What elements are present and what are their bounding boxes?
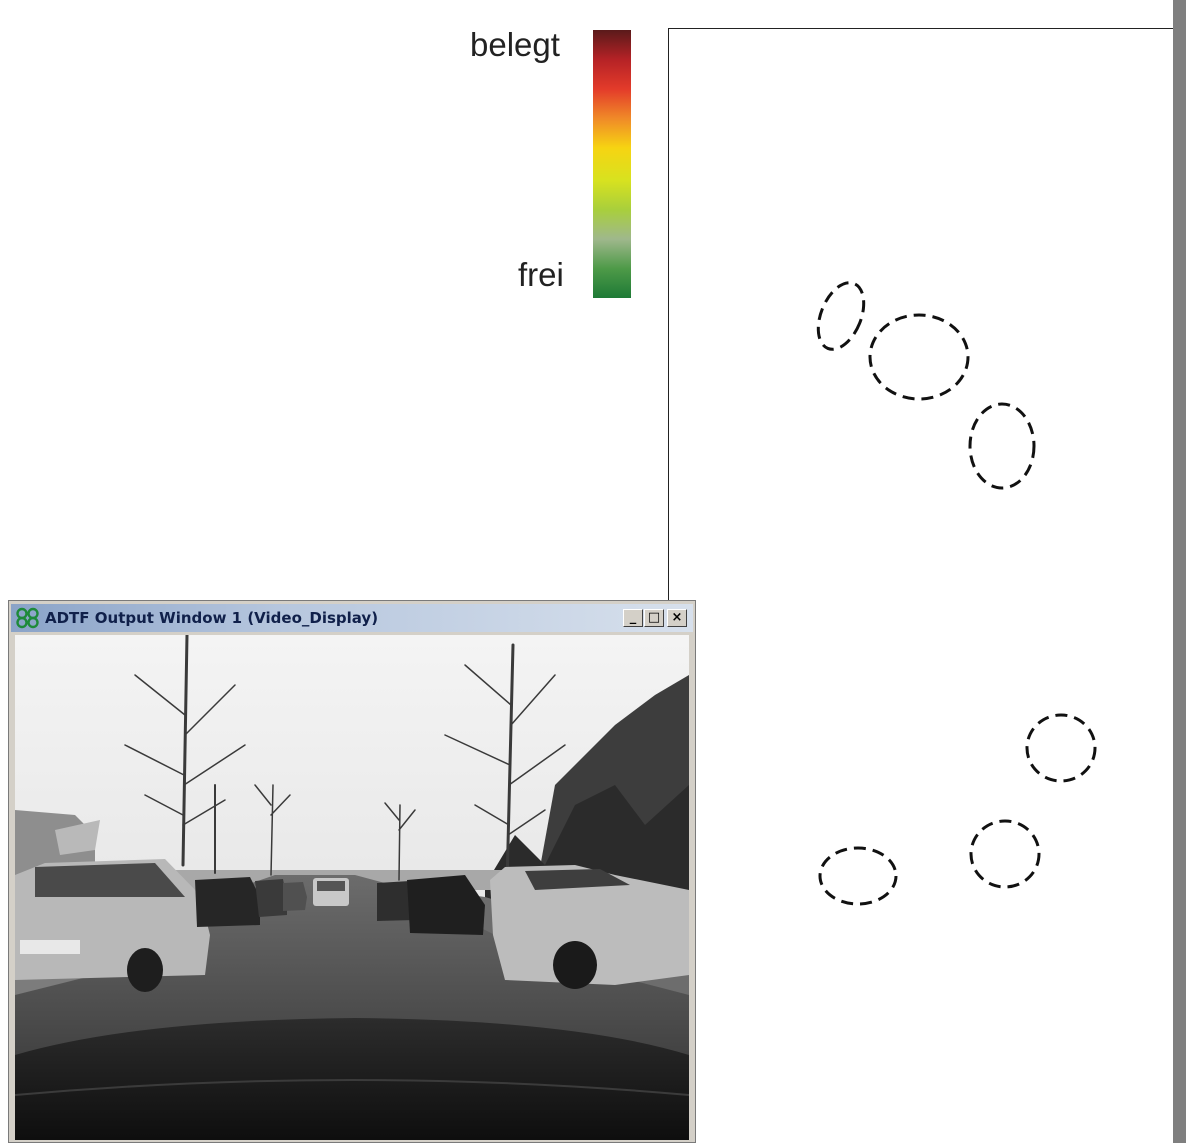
detected-object — [969, 819, 1041, 889]
occupancy-color-scale — [593, 30, 631, 298]
minimize-icon: _ — [629, 610, 637, 625]
close-button[interactable]: × — [667, 609, 687, 627]
detected-object — [868, 313, 970, 401]
adtf-output-window[interactable]: ADTF Output Window 1 (Video_Display) _ □… — [8, 600, 696, 1143]
close-icon: × — [671, 610, 683, 625]
detected-object — [816, 281, 866, 351]
parked-car — [15, 859, 210, 992]
adtf-logo-icon — [15, 607, 41, 629]
parked-car — [377, 865, 689, 989]
legend-label-free: frei — [518, 256, 564, 293]
maximize-icon: □ — [647, 610, 661, 625]
window-title-bar[interactable]: ADTF Output Window 1 (Video_Display) _ □… — [11, 604, 693, 632]
video-display — [15, 635, 689, 1140]
right-edge-bar — [1173, 0, 1186, 1143]
camera-frame — [15, 635, 689, 1140]
window-title: ADTF Output Window 1 (Video_Display) — [45, 609, 379, 627]
minimize-button[interactable]: _ — [623, 609, 643, 627]
occupancy-map-canvas — [816, 281, 1097, 906]
legend-label-occupied: belegt — [470, 26, 560, 63]
detected-object — [1025, 713, 1097, 783]
detected-object — [818, 846, 898, 906]
parked-car — [195, 877, 307, 927]
maximize-button[interactable]: □ — [644, 609, 664, 627]
occupancy-map — [668, 28, 1173, 1143]
detected-object — [968, 402, 1036, 490]
oncoming-car — [313, 878, 349, 906]
